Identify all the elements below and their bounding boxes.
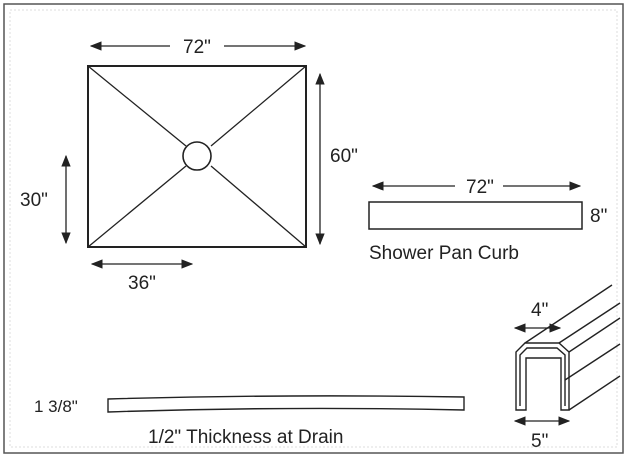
profile-depth-line-5 [564, 343, 621, 381]
pan-depth-label: 60" [330, 146, 358, 167]
slope-line-bottom-right [210, 165, 307, 248]
curb-profile-inner [519, 347, 566, 406]
slope-line-bottom-left [87, 165, 187, 248]
curb-title: Shower Pan Curb [369, 243, 519, 264]
slope-line-top-right [210, 65, 307, 147]
curb-height-label: 8" [590, 206, 607, 227]
page-frame [3, 3, 624, 454]
profile-depth-line-2 [558, 302, 621, 344]
profile-depth-line-3 [568, 317, 621, 353]
profile-depth-line-4 [568, 375, 621, 411]
slope-line-top-left [87, 65, 187, 147]
drain-thickness-note: 1/2" Thickness at Drain [148, 427, 343, 448]
shower-pan-curb: 72" 8" Shower Pan Curb [368, 177, 607, 264]
drain-offset-vertical-label: 30" [20, 190, 48, 211]
profile-bottom-width-label: 5" [531, 431, 548, 452]
shower-pan-plan [87, 65, 307, 248]
curb-rectangle [368, 201, 583, 230]
pan-width-label: 72" [183, 37, 211, 58]
profile-depth-line-1 [524, 284, 613, 344]
drain-offset-horizontal-label: 36" [128, 273, 156, 294]
curb-profile-outer [515, 342, 570, 411]
edge-thickness-label: 1 3/8" [34, 397, 78, 416]
drain-circle [182, 141, 212, 171]
shower-pan-outline [87, 65, 307, 248]
curb-length-label: 72" [466, 177, 494, 198]
pan-cross-section [107, 395, 465, 413]
inner-frame-line [9, 9, 618, 448]
curb-profile [515, 284, 621, 411]
profile-top-width-label: 4" [531, 300, 548, 321]
